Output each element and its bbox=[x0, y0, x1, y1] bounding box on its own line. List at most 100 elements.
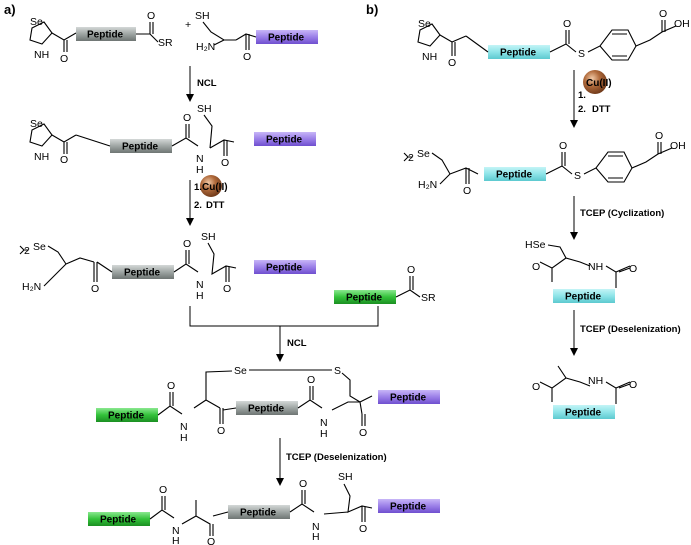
peptide-green-2 bbox=[96, 408, 158, 422]
atom-sh: SH bbox=[197, 103, 212, 115]
peptide-label: Peptide bbox=[124, 268, 161, 279]
peptide-purple-3 bbox=[254, 260, 316, 274]
atom-dimer-2: 2 bbox=[408, 152, 414, 164]
atom-oh: OH bbox=[670, 140, 686, 152]
peptide-green-3 bbox=[88, 512, 150, 526]
peptide-label: Peptide bbox=[390, 393, 427, 404]
peptide-label: Peptide bbox=[122, 142, 159, 153]
atom-nh: N bbox=[180, 421, 188, 433]
atom-o: O bbox=[221, 157, 229, 169]
plus-sign: + bbox=[185, 19, 191, 31]
atom-s: S bbox=[578, 48, 585, 60]
atom-o: O bbox=[359, 523, 367, 535]
atom-h: H bbox=[196, 290, 204, 302]
atom-o: O bbox=[659, 8, 667, 20]
peptide-label: Peptide bbox=[565, 408, 602, 419]
atom-dimer-2: 2 bbox=[24, 245, 30, 257]
atom-h: H bbox=[320, 428, 328, 440]
atom-s: S bbox=[334, 365, 341, 377]
atom-o: O bbox=[655, 130, 663, 142]
peptide-label: Peptide bbox=[266, 135, 303, 146]
peptide-green-1 bbox=[334, 290, 396, 304]
a-row1-cys-peptide: SH H₂N Peptide O bbox=[195, 10, 318, 63]
atom-o: O bbox=[243, 51, 251, 63]
a-row3-green-thioester: Peptide O SR bbox=[334, 264, 436, 304]
atom-h2n: H₂N bbox=[22, 281, 41, 293]
reagent-dtt: DTT bbox=[592, 104, 611, 115]
step-num-2: 2. bbox=[578, 104, 586, 115]
atom-o: O bbox=[448, 57, 456, 69]
reagent-ncl: NCL bbox=[197, 78, 217, 89]
atom-sh: SH bbox=[201, 231, 216, 243]
atom-se: Se bbox=[418, 18, 431, 30]
peptide-gray-3 bbox=[112, 265, 174, 279]
peptide-label: Peptide bbox=[565, 292, 602, 303]
atom-h2n: H₂N bbox=[196, 41, 215, 53]
atom-sr: SR bbox=[158, 37, 173, 49]
atom-nh: NH bbox=[34, 151, 49, 163]
peptide-label: Peptide bbox=[346, 293, 383, 304]
cu-ball-icon bbox=[200, 175, 222, 197]
peptide-gray-2 bbox=[110, 139, 172, 153]
atom-o: O bbox=[183, 238, 191, 250]
peptide-cyan-2 bbox=[484, 167, 546, 181]
reagent-ncl: NCL bbox=[287, 338, 307, 349]
b-row4-final: O NH O Peptide bbox=[532, 365, 637, 419]
peptide-purple-2 bbox=[254, 132, 316, 146]
atom-nh: NH bbox=[34, 49, 49, 61]
atom-o: O bbox=[147, 10, 155, 22]
a-row3-selenocys: 2 Se H₂N O Peptide O N H SH O Peptide bbox=[19, 231, 316, 302]
atom-nh: N bbox=[196, 279, 204, 291]
atom-h: H bbox=[180, 432, 188, 444]
panel-label-b: b) bbox=[366, 2, 378, 17]
atom-o: O bbox=[223, 283, 231, 295]
atom-sh: SH bbox=[195, 10, 210, 22]
atom-se: Se bbox=[234, 365, 247, 377]
atom-se: Se bbox=[417, 148, 430, 160]
peptide-cyan-4 bbox=[553, 405, 615, 419]
peptide-purple-5 bbox=[378, 499, 440, 513]
b-row3-cyclized: HSe O NH O Peptide bbox=[525, 239, 637, 303]
atom-o: O bbox=[91, 283, 99, 295]
atom-o: O bbox=[532, 261, 540, 273]
reagent-tcep-desel-b: TCEP (Deselenization) bbox=[580, 324, 681, 335]
atom-nh: NH bbox=[588, 375, 603, 387]
atom-o: O bbox=[407, 264, 415, 276]
b-row1-thioester: Se NH O Peptide O S O OH bbox=[417, 8, 690, 69]
peptide-label: Peptide bbox=[240, 508, 277, 519]
peptide-label: Peptide bbox=[266, 263, 303, 274]
atom-o: O bbox=[217, 425, 225, 437]
atom-o: O bbox=[463, 185, 471, 197]
a-row4-bridged: Se S Peptide O N H O Peptide O N H O Pep… bbox=[96, 365, 440, 444]
peptide-gray-4 bbox=[236, 401, 298, 415]
peptide-purple-1 bbox=[256, 30, 318, 44]
peptide-label: Peptide bbox=[496, 170, 533, 181]
atom-sh: SH bbox=[338, 471, 353, 483]
reagent-cu: Cu(II) bbox=[202, 182, 228, 193]
atom-o: O bbox=[60, 53, 68, 65]
atom-o: O bbox=[159, 484, 167, 496]
step-num-2: 2. bbox=[194, 200, 202, 211]
atom-nh: N bbox=[320, 417, 328, 429]
peptide-label: Peptide bbox=[87, 30, 124, 41]
atom-o: O bbox=[629, 379, 637, 391]
cu-ball-icon bbox=[583, 70, 607, 94]
atom-o: O bbox=[559, 140, 567, 152]
panel-label-a: a) bbox=[4, 2, 16, 17]
atom-s: S bbox=[574, 170, 581, 182]
step-num-1: 1. bbox=[578, 90, 586, 101]
step-num-1: 1. bbox=[194, 182, 202, 193]
atom-nh: N bbox=[312, 521, 320, 533]
atom-o: O bbox=[167, 380, 175, 392]
peptide-label: Peptide bbox=[108, 411, 145, 422]
atom-o: O bbox=[629, 263, 637, 275]
peptide-label: Peptide bbox=[268, 33, 305, 44]
atom-h: H bbox=[172, 535, 180, 545]
a-row2-ligated: Se NH O Peptide O N H SH O Peptide bbox=[29, 103, 316, 176]
atom-o: O bbox=[299, 478, 307, 490]
peptide-label: Peptide bbox=[390, 502, 427, 513]
atom-nh: N bbox=[196, 153, 204, 165]
atom-nh: NH bbox=[588, 261, 603, 273]
atom-hse: HSe bbox=[525, 239, 546, 251]
atom-o: O bbox=[359, 427, 367, 439]
